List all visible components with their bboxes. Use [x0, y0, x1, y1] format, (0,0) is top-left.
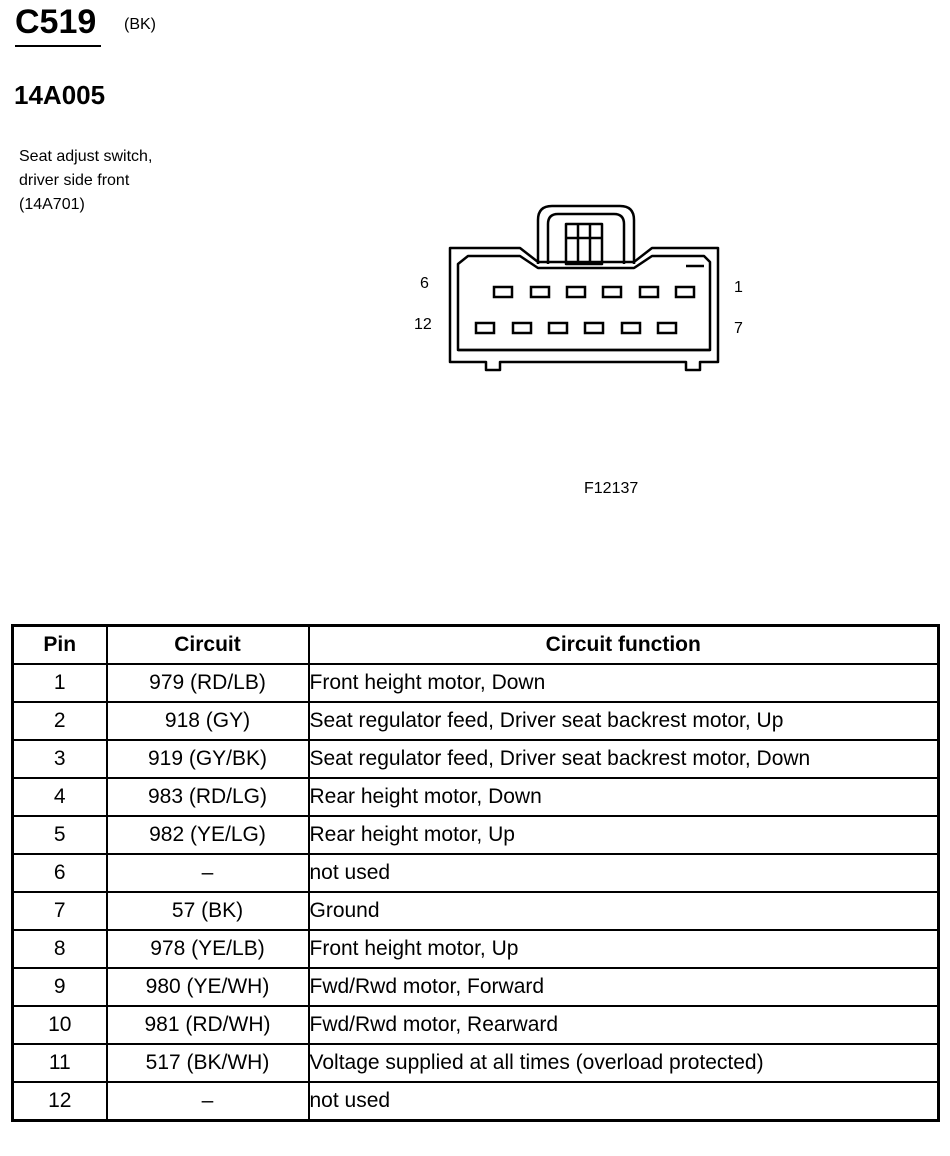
- pin-cavity-2: [638, 285, 660, 299]
- function-cell: Fwd/Rwd motor, Forward: [307, 967, 940, 1007]
- description-line: driver side front: [19, 172, 130, 189]
- connector-color: (BK): [124, 16, 156, 33]
- description-line: (14A701): [19, 196, 85, 213]
- pin-cavity-11: [511, 321, 533, 335]
- circuit-cell: 983 (RD/LG): [105, 777, 310, 817]
- pin-cavity-12: [474, 321, 496, 335]
- function-cell: Front height motor, Down: [307, 663, 940, 703]
- circuit-cell: –: [105, 1081, 310, 1122]
- pin-cell: 12: [11, 1081, 108, 1122]
- function-cell: Ground: [307, 891, 940, 931]
- circuit-cell: 918 (GY): [105, 701, 310, 741]
- pin-cell: 1: [11, 663, 108, 703]
- connector-face-diagram: [448, 204, 720, 372]
- connector-latch-inner: [546, 212, 626, 264]
- connector-latch-slot: [564, 222, 604, 266]
- description-line: Seat adjust switch,: [19, 148, 153, 165]
- connector-housing: [448, 246, 720, 372]
- pin-label-7: 7: [734, 320, 743, 337]
- function-cell: not used: [307, 1081, 940, 1122]
- connector-description: Seat adjust switch, driver side front (1…: [19, 145, 152, 217]
- circuit-cell: 981 (RD/WH): [105, 1005, 310, 1045]
- circuit-cell: 57 (BK): [105, 891, 310, 931]
- pin-row-top: [492, 285, 696, 299]
- pin-cavity-10: [547, 321, 569, 335]
- pin-label-6: 6: [420, 275, 429, 292]
- connector-id: C519: [15, 3, 97, 41]
- function-cell: Front height motor, Up: [307, 929, 940, 969]
- pin-cell: 2: [11, 701, 108, 741]
- part-number: 14A005: [14, 80, 106, 110]
- header-circuit-function: Circuit function: [307, 624, 940, 665]
- pin-cell: 4: [11, 777, 108, 817]
- table-row: 12–not used: [11, 1081, 940, 1122]
- circuit-cell: 980 (YE/WH): [105, 967, 310, 1007]
- pin-cavity-6: [492, 285, 514, 299]
- pin-cell: 3: [11, 739, 108, 779]
- pin-cell: 7: [11, 891, 108, 931]
- pin-cavity-9: [583, 321, 605, 335]
- function-cell: Rear height motor, Down: [307, 777, 940, 817]
- pin-cell: 11: [11, 1043, 108, 1083]
- pin-cavity-1: [674, 285, 696, 299]
- header-pin: Pin: [11, 624, 108, 665]
- function-cell: Rear height motor, Up: [307, 815, 940, 855]
- circuit-cell: 979 (RD/LB): [105, 663, 310, 703]
- function-cell: Voltage supplied at all times (overload …: [307, 1043, 940, 1083]
- pin-row-bottom: [474, 321, 678, 335]
- pin-cell: 6: [11, 853, 108, 893]
- pin-cell: 9: [11, 967, 108, 1007]
- pin-cell: 8: [11, 929, 108, 969]
- pin-cell: 5: [11, 815, 108, 855]
- connector-housing-inner: [456, 254, 712, 352]
- circuit-cell: 978 (YE/LB): [105, 929, 310, 969]
- connector-id-underline: [15, 45, 101, 47]
- connector-latch: [536, 204, 636, 264]
- pin-label-1: 1: [734, 279, 743, 296]
- table-row: 6–not used: [11, 853, 940, 893]
- circuit-cell: –: [105, 853, 310, 893]
- circuit-cell: 982 (YE/LG): [105, 815, 310, 855]
- pin-cell: 10: [11, 1005, 108, 1045]
- function-cell: Fwd/Rwd motor, Rearward: [307, 1005, 940, 1045]
- pin-cavity-8: [620, 321, 642, 335]
- figure-id: F12137: [584, 480, 639, 497]
- pin-cavity-3: [601, 285, 623, 299]
- pin-cavity-4: [565, 285, 587, 299]
- circuit-cell: 517 (BK/WH): [105, 1043, 310, 1083]
- pin-cavity-5: [529, 285, 551, 299]
- header-circuit: Circuit: [105, 624, 310, 665]
- circuit-cell: 919 (GY/BK): [105, 739, 310, 779]
- table-header-row: Pin Circuit Circuit function: [11, 624, 940, 665]
- function-cell: Seat regulator feed, Driver seat backres…: [307, 739, 940, 779]
- pin-cavity-7: [656, 321, 678, 335]
- function-cell: not used: [307, 853, 940, 893]
- pin-label-12: 12: [414, 316, 432, 333]
- function-cell: Seat regulator feed, Driver seat backres…: [307, 701, 940, 741]
